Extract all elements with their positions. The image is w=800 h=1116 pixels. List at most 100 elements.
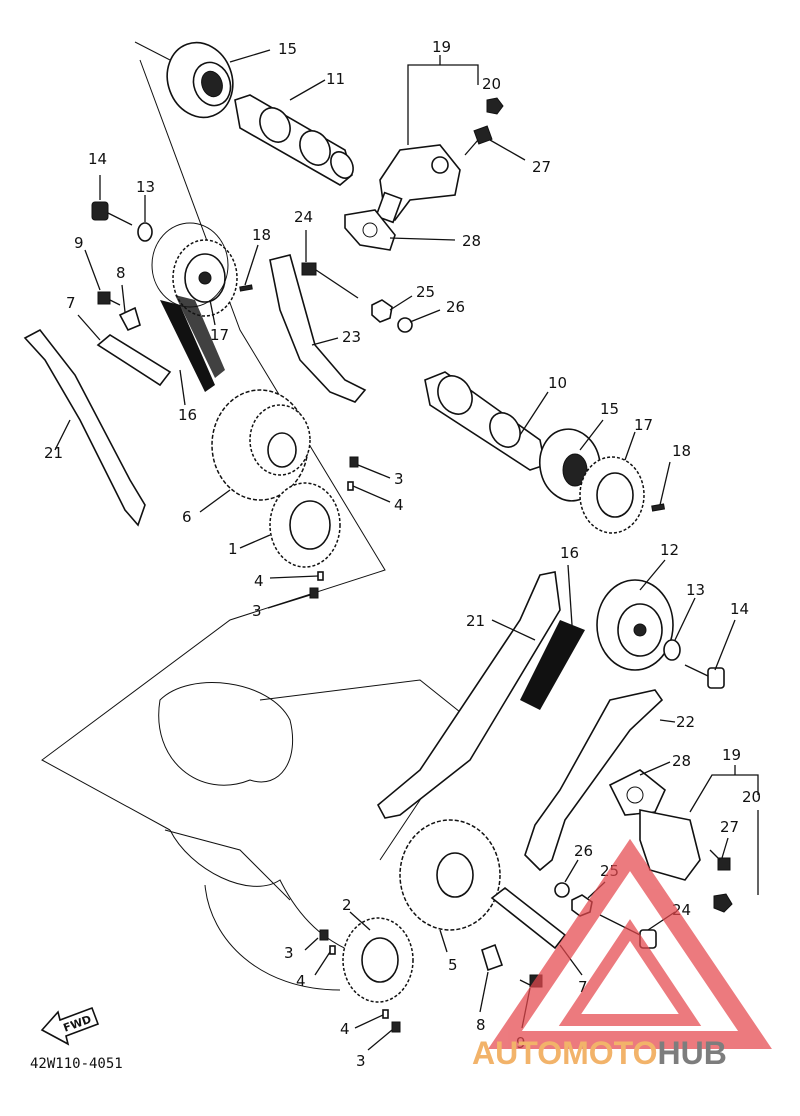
label-26-top: 26 xyxy=(446,298,465,316)
camshaft-11 xyxy=(234,94,354,186)
label-26-lower: 26 xyxy=(574,842,593,860)
bolt-24-top xyxy=(301,262,359,299)
label-11: 11 xyxy=(326,70,345,88)
label-15-mid: 15 xyxy=(600,400,619,418)
pin-7-top xyxy=(96,334,172,387)
gasket-28-top xyxy=(344,209,396,251)
label-9-top: 9 xyxy=(74,234,84,252)
pin-18-mid xyxy=(651,503,666,512)
nut-25-top xyxy=(371,299,393,323)
watermark-triangle-icon xyxy=(488,838,772,1049)
gear-1 xyxy=(269,482,341,568)
washer-13-lower xyxy=(663,639,681,661)
label-4-lower-a: 4 xyxy=(296,972,306,990)
label-4-upper-b: 4 xyxy=(254,572,264,590)
label-5: 5 xyxy=(448,956,458,974)
label-15-top: 15 xyxy=(278,40,297,58)
bolt-20-top xyxy=(486,97,504,115)
bolt-20-lower xyxy=(713,893,733,913)
label-16-top: 16 xyxy=(178,406,197,424)
label-19-lower: 19 xyxy=(722,746,741,764)
washer-13-top xyxy=(137,222,153,242)
plate-8-top xyxy=(118,306,141,332)
label-12: 12 xyxy=(660,541,679,559)
tensioner-19-top xyxy=(375,144,461,224)
label-28-lower: 28 xyxy=(672,752,691,770)
label-18-mid: 18 xyxy=(672,442,691,460)
pin-18-top xyxy=(239,284,253,292)
bolt-27-lower xyxy=(709,849,731,871)
washer-26-lower xyxy=(554,882,570,898)
label-2: 2 xyxy=(342,896,352,914)
label-27-lower: 27 xyxy=(720,818,739,836)
label-18-top: 18 xyxy=(252,226,271,244)
pin-4-upper-a xyxy=(347,481,354,491)
label-1: 1 xyxy=(228,540,238,558)
label-27-top: 27 xyxy=(532,158,551,176)
label-25-top: 25 xyxy=(416,283,435,301)
label-21-top: 21 xyxy=(44,444,63,462)
watermark-brand-b: HUB xyxy=(657,1035,726,1071)
label-24-top: 24 xyxy=(294,208,313,226)
label-6: 6 xyxy=(182,508,192,526)
part-labels-upper: 15 11 19 20 27 14 13 28 24 18 9 8 25 26 … xyxy=(44,38,691,620)
bolt-14-top xyxy=(91,201,133,226)
gasket-28-lower xyxy=(608,769,666,816)
pin-3-upper-a xyxy=(349,456,359,468)
pin-3-upper-b xyxy=(309,587,319,599)
pin-4-upper-b xyxy=(317,571,324,581)
label-21-lower: 21 xyxy=(466,612,485,630)
bolt-27-top xyxy=(464,125,493,156)
label-17-top: 17 xyxy=(210,326,229,344)
pin-3-lower-b xyxy=(391,1021,401,1033)
label-28-top: 28 xyxy=(462,232,481,250)
pin-4-lower-a xyxy=(329,945,336,955)
label-7-top: 7 xyxy=(66,294,76,312)
guide-23 xyxy=(269,254,367,403)
diagram-code: 42W110-4051 xyxy=(30,1056,123,1072)
gear-6 xyxy=(211,389,311,501)
label-4-upper-a: 4 xyxy=(394,496,404,514)
guide-21-top xyxy=(23,328,146,527)
pin-7-lower xyxy=(490,886,567,950)
bolt-9-top xyxy=(97,291,121,306)
label-4-lower-b: 4 xyxy=(340,1020,350,1038)
plate-8-lower xyxy=(481,943,504,972)
chain-16-lower xyxy=(520,620,585,710)
label-17-mid: 17 xyxy=(634,416,653,434)
fwd-arrow: FWD xyxy=(40,1006,100,1046)
watermark-text: AUTOMOTOHUB xyxy=(472,1035,727,1071)
guide-21-lower xyxy=(376,571,561,819)
sprocket-17-top xyxy=(172,239,238,317)
label-14-top: 14 xyxy=(88,150,107,168)
pin-4-lower-b xyxy=(382,1009,389,1019)
label-3-upper-a: 3 xyxy=(394,470,404,488)
label-7-lower: 7 xyxy=(578,978,588,996)
gear-2 xyxy=(342,917,414,1003)
label-22: 22 xyxy=(676,713,695,731)
label-8-lower: 8 xyxy=(476,1016,486,1034)
washer-26-top xyxy=(397,317,413,333)
label-20-top: 20 xyxy=(482,75,501,93)
label-10: 10 xyxy=(548,374,567,392)
label-23: 23 xyxy=(342,328,361,346)
label-19-top: 19 xyxy=(432,38,451,56)
label-8-top: 8 xyxy=(116,264,126,282)
leader-lines xyxy=(54,49,759,1051)
watermark: AUTOMOTOHUB xyxy=(472,838,772,1071)
label-3-lower-b: 3 xyxy=(356,1052,366,1070)
watermark-brand-a: AUTOMOTO xyxy=(472,1035,657,1071)
bearing-15-top xyxy=(166,41,234,119)
label-3-lower-a: 3 xyxy=(284,944,294,962)
sprocket-17-mid xyxy=(579,456,645,534)
chain-16-top xyxy=(160,295,225,392)
camshaft-10 xyxy=(424,371,546,471)
label-20-lower: 20 xyxy=(742,788,761,806)
label-13-top: 13 xyxy=(136,178,155,196)
bolt-14-lower xyxy=(684,664,725,689)
sprocket-12 xyxy=(596,579,674,671)
tensioner-19-lower xyxy=(639,809,701,881)
label-13-lower: 13 xyxy=(686,581,705,599)
label-14-lower: 14 xyxy=(730,600,749,618)
